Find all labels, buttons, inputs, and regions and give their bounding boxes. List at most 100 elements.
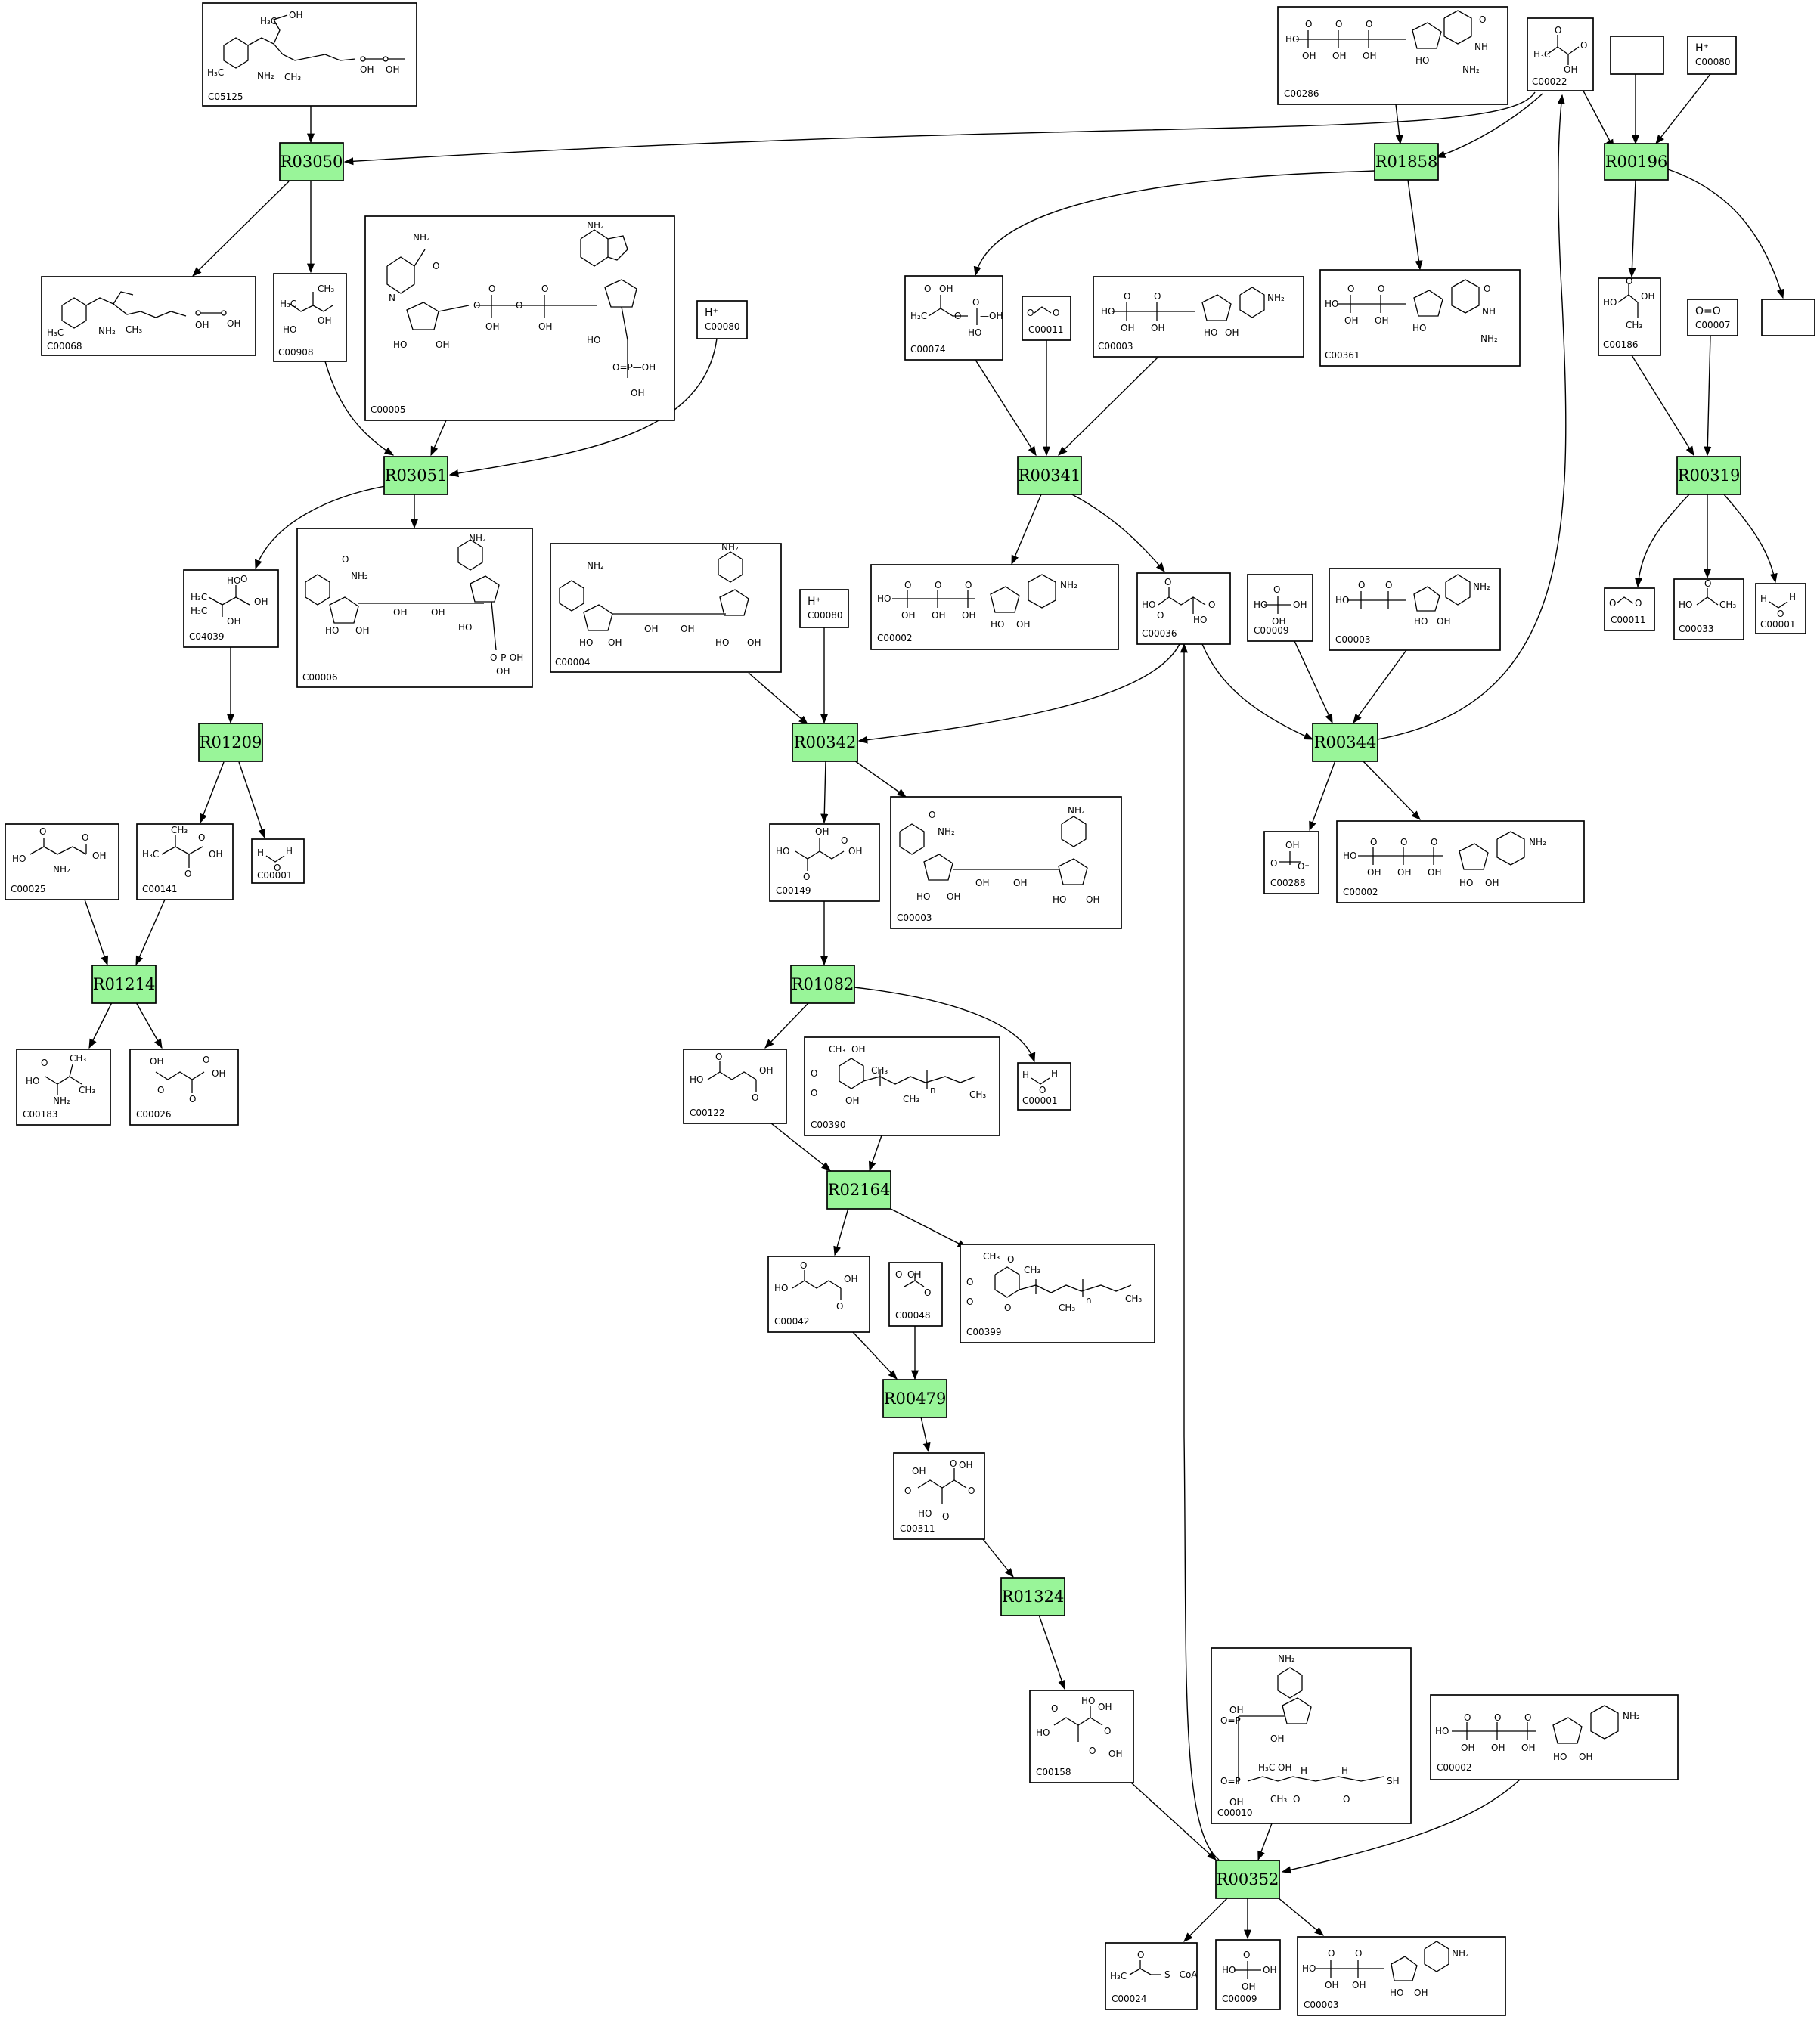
svg-text:O: O <box>1039 1085 1046 1095</box>
compound-label: C00003 <box>1098 341 1133 352</box>
svg-text:O: O <box>1157 610 1164 621</box>
reaction-R01209[interactable]: R01209 <box>198 723 263 762</box>
svg-text:HO: HO <box>715 637 729 648</box>
svg-text:OH: OH <box>92 850 106 861</box>
compound-C00080-b[interactable]: H⁺ C00080 <box>799 589 849 628</box>
compound-C00036[interactable]: OHO OO HO C00036 <box>1136 572 1231 645</box>
svg-text:OH: OH <box>848 846 862 857</box>
compound-C00122[interactable]: HOO OHO C00122 <box>683 1049 787 1124</box>
compound-label: C00003 <box>1304 2000 1339 2010</box>
svg-text:O: O <box>516 300 522 311</box>
svg-text:OH: OH <box>1564 64 1577 75</box>
svg-text:HO: HO <box>1603 297 1617 308</box>
reaction-R01858[interactable]: R01858 <box>1374 143 1439 181</box>
compound-C00007[interactable]: O=O C00007 <box>1687 299 1738 336</box>
reaction-R01324[interactable]: R01324 <box>1000 1577 1065 1616</box>
reaction-R00196[interactable]: R00196 <box>1604 143 1669 181</box>
compound-C00026[interactable]: OHO OOH O C00026 <box>129 1049 239 1126</box>
compound-C00080-c[interactable]: H⁺ C00080 <box>1687 36 1737 75</box>
reaction-R00352[interactable]: R00352 <box>1215 1860 1280 1899</box>
svg-text:HO: HO <box>1302 1963 1316 1974</box>
svg-text:O: O <box>1051 1703 1058 1714</box>
svg-text:HO: HO <box>1325 299 1338 309</box>
compound-C00001-a[interactable]: HOH C00001 <box>251 838 305 884</box>
svg-text:OH: OH <box>1263 1965 1276 1975</box>
edge-R00342-C00003c <box>854 760 907 798</box>
svg-text:OH: OH <box>681 624 694 634</box>
compound-C00001-c[interactable]: HOH C00001 <box>1017 1062 1071 1111</box>
svg-text:O: O <box>929 810 935 820</box>
reaction-R00479[interactable]: R00479 <box>882 1379 947 1418</box>
compound-C00042[interactable]: HOO OHO C00042 <box>767 1256 870 1333</box>
compound-C00001-b[interactable]: HOH C00001 <box>1755 583 1806 634</box>
svg-text:OH: OH <box>844 1274 857 1284</box>
compound-C00080-a[interactable]: H⁺ C00080 <box>696 300 748 339</box>
reaction-R00319[interactable]: R00319 <box>1676 456 1741 495</box>
structure-glyph: OHO OO HO <box>1142 577 1215 625</box>
svg-text:NH₂: NH₂ <box>469 533 486 544</box>
svg-text:O: O <box>950 1458 957 1469</box>
reaction-R00342[interactable]: R00342 <box>792 723 858 762</box>
svg-text:O: O <box>1626 276 1632 287</box>
svg-text:S—CoA: S—CoA <box>1164 1969 1198 1980</box>
svg-text:OH: OH <box>195 320 209 330</box>
svg-text:OH: OH <box>1229 1797 1243 1808</box>
reaction-R03050[interactable]: R03050 <box>279 142 344 181</box>
svg-text:H₃C: H₃C <box>191 606 207 616</box>
reaction-R00341[interactable]: R00341 <box>1017 456 1082 495</box>
compound-label: C00007 <box>1695 320 1731 330</box>
compound-blank-right[interactable] <box>1761 299 1815 336</box>
svg-text:OH: OH <box>1485 878 1499 888</box>
compound-blank-top[interactable] <box>1610 36 1664 75</box>
reaction-R01082[interactable]: R01082 <box>790 965 855 1004</box>
compound-C00025[interactable]: HOO OOH NH₂ C00025 <box>5 823 119 900</box>
reaction-R02164[interactable]: R02164 <box>826 1170 891 1210</box>
svg-text:OH: OH <box>747 637 761 648</box>
reaction-R00344[interactable]: R00344 <box>1312 723 1378 762</box>
svg-text:OH: OH <box>227 318 240 329</box>
svg-text:H: H <box>286 846 293 857</box>
svg-text:CH₃: CH₃ <box>70 1053 86 1064</box>
svg-text:O: O <box>1347 283 1354 294</box>
reaction-R01214[interactable]: R01214 <box>91 965 157 1004</box>
edge-C00080c-R00196 <box>1655 73 1711 144</box>
reaction-R03051[interactable]: R03051 <box>383 456 448 495</box>
svg-text:O: O <box>1464 1712 1471 1723</box>
